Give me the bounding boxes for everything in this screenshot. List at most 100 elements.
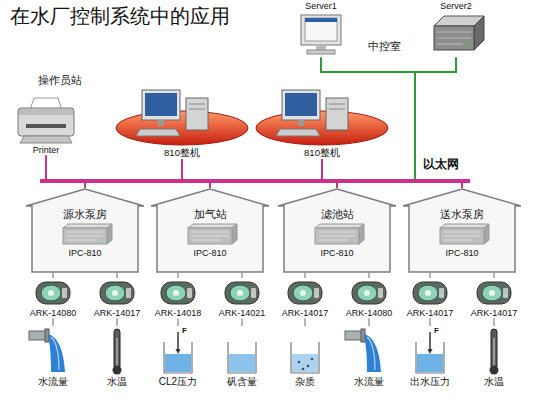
- house-shape: [26, 189, 144, 272]
- network-link: [242, 318, 243, 326]
- pump-house: 送水泵房 IPC-810: [403, 188, 521, 273]
- io-module: ARK-14018: [148, 278, 208, 318]
- pump-house: 滤池站 IPC-810: [278, 188, 396, 273]
- io-module: ARK-14017: [400, 278, 460, 318]
- gauge-letter: F: [434, 326, 439, 335]
- network-link: [117, 318, 118, 326]
- workstation: 810整机: [115, 90, 250, 159]
- network-link: [242, 273, 243, 278]
- sensor: 杂质: [276, 326, 334, 388]
- module-picture: [36, 282, 70, 304]
- node-label: 出水压力: [410, 376, 450, 388]
- network-link: [117, 273, 118, 278]
- pressure-beaker-picture: [164, 332, 192, 373]
- io-module: ARK-14021: [212, 278, 272, 318]
- node-label: ARK-14017: [471, 308, 518, 318]
- network-link: [178, 273, 179, 278]
- pump-house: 源水泵房IPC-810: [26, 188, 144, 273]
- server-line: [437, 32, 471, 33]
- ipc-box: IPC-810: [55, 222, 115, 258]
- server-line: [437, 38, 471, 39]
- screen: [305, 18, 337, 41]
- network-link: [369, 318, 370, 326]
- flow-picture: [345, 329, 381, 372]
- module-picture: [288, 282, 322, 304]
- screen-bar: [305, 18, 337, 22]
- monitor: [301, 15, 341, 45]
- house-shape: [403, 189, 521, 272]
- room-label: 中控室: [368, 40, 401, 53]
- io-module: ARK-14017: [87, 278, 147, 318]
- node-label: 810整机: [304, 148, 340, 159]
- node-label: IPC-810: [445, 248, 478, 258]
- diagram-title: 在水厂控制系统中的应用: [10, 5, 230, 28]
- node-label: ARK-14017: [407, 308, 454, 318]
- node-label: 滤池站: [321, 208, 354, 221]
- network-link: [369, 273, 370, 278]
- server-icon: Server2: [426, 0, 486, 57]
- beaker-picture: [228, 342, 256, 373]
- server-led: [467, 43, 470, 46]
- node-label: 水温: [484, 376, 504, 388]
- node-label: ARK-14017: [282, 308, 329, 318]
- house-shape: [151, 189, 269, 272]
- thermometer-picture: [490, 329, 499, 375]
- node-label: Server2: [440, 1, 472, 11]
- network-link: [461, 183, 463, 188]
- node-label: ARK-14017: [94, 308, 141, 318]
- node-label: 源水泵房: [63, 208, 107, 221]
- monitor-base: [307, 50, 335, 54]
- server-icon: Server1: [291, 0, 351, 57]
- module-picture: [413, 282, 447, 304]
- house-outline: [403, 188, 521, 273]
- node-label: IPC-810: [320, 248, 353, 258]
- network-link: [494, 318, 495, 326]
- node-label: 杂质: [295, 376, 315, 388]
- node-label: ARK-14080: [346, 308, 393, 318]
- io-module: ARK-14017: [275, 278, 335, 318]
- node-label: 水流量: [354, 376, 384, 388]
- monitor-stand: [316, 45, 326, 50]
- workstation-picture: [256, 90, 388, 145]
- network-link: [430, 318, 431, 326]
- module-picture: [100, 282, 134, 304]
- server-front: [434, 26, 474, 50]
- ipc-box: IPC-810: [307, 222, 367, 258]
- node-label: 送水泵房: [440, 208, 484, 221]
- network-link: [494, 273, 495, 278]
- node-label: CL2压力: [159, 376, 197, 388]
- server1-picture: [301, 15, 341, 54]
- network-link: [321, 57, 415, 179]
- node-label: 水流量: [38, 376, 68, 388]
- ethernet-bus: 以太网: [40, 179, 470, 183]
- node-label: 水温: [107, 376, 127, 388]
- server2-picture: [434, 16, 484, 50]
- io-module: ARK-14080: [23, 278, 83, 318]
- module-picture: [477, 282, 511, 304]
- printer-slot: [26, 124, 66, 128]
- printer-icon: Printer: [16, 95, 76, 155]
- node-label: ARK-14018: [155, 308, 202, 318]
- flow-picture: [29, 329, 65, 372]
- node-label: ARK-14021: [219, 308, 266, 318]
- node-label: Server1: [305, 1, 337, 11]
- printer-top: [19, 109, 73, 115]
- server-side: [474, 16, 484, 50]
- sensor: 水流量: [340, 326, 398, 388]
- ipc-box: IPC-810: [180, 222, 240, 258]
- node-label: Printer: [33, 145, 60, 155]
- pressure-beaker-picture: [416, 332, 444, 373]
- printer-tray: [20, 136, 72, 143]
- sensor: 水流量: [24, 326, 82, 388]
- network-link: [181, 159, 183, 179]
- node-label: 以太网: [423, 158, 459, 172]
- network-link: [45, 155, 47, 179]
- printer-picture: [18, 98, 74, 143]
- network-link: [209, 183, 211, 188]
- pump-house: 加气站IPC-810: [151, 188, 269, 273]
- house-outline: [151, 188, 269, 273]
- node-label: 加气站: [194, 208, 227, 221]
- sensor: 矾含量: [213, 326, 271, 388]
- sensor: 水温: [465, 326, 523, 388]
